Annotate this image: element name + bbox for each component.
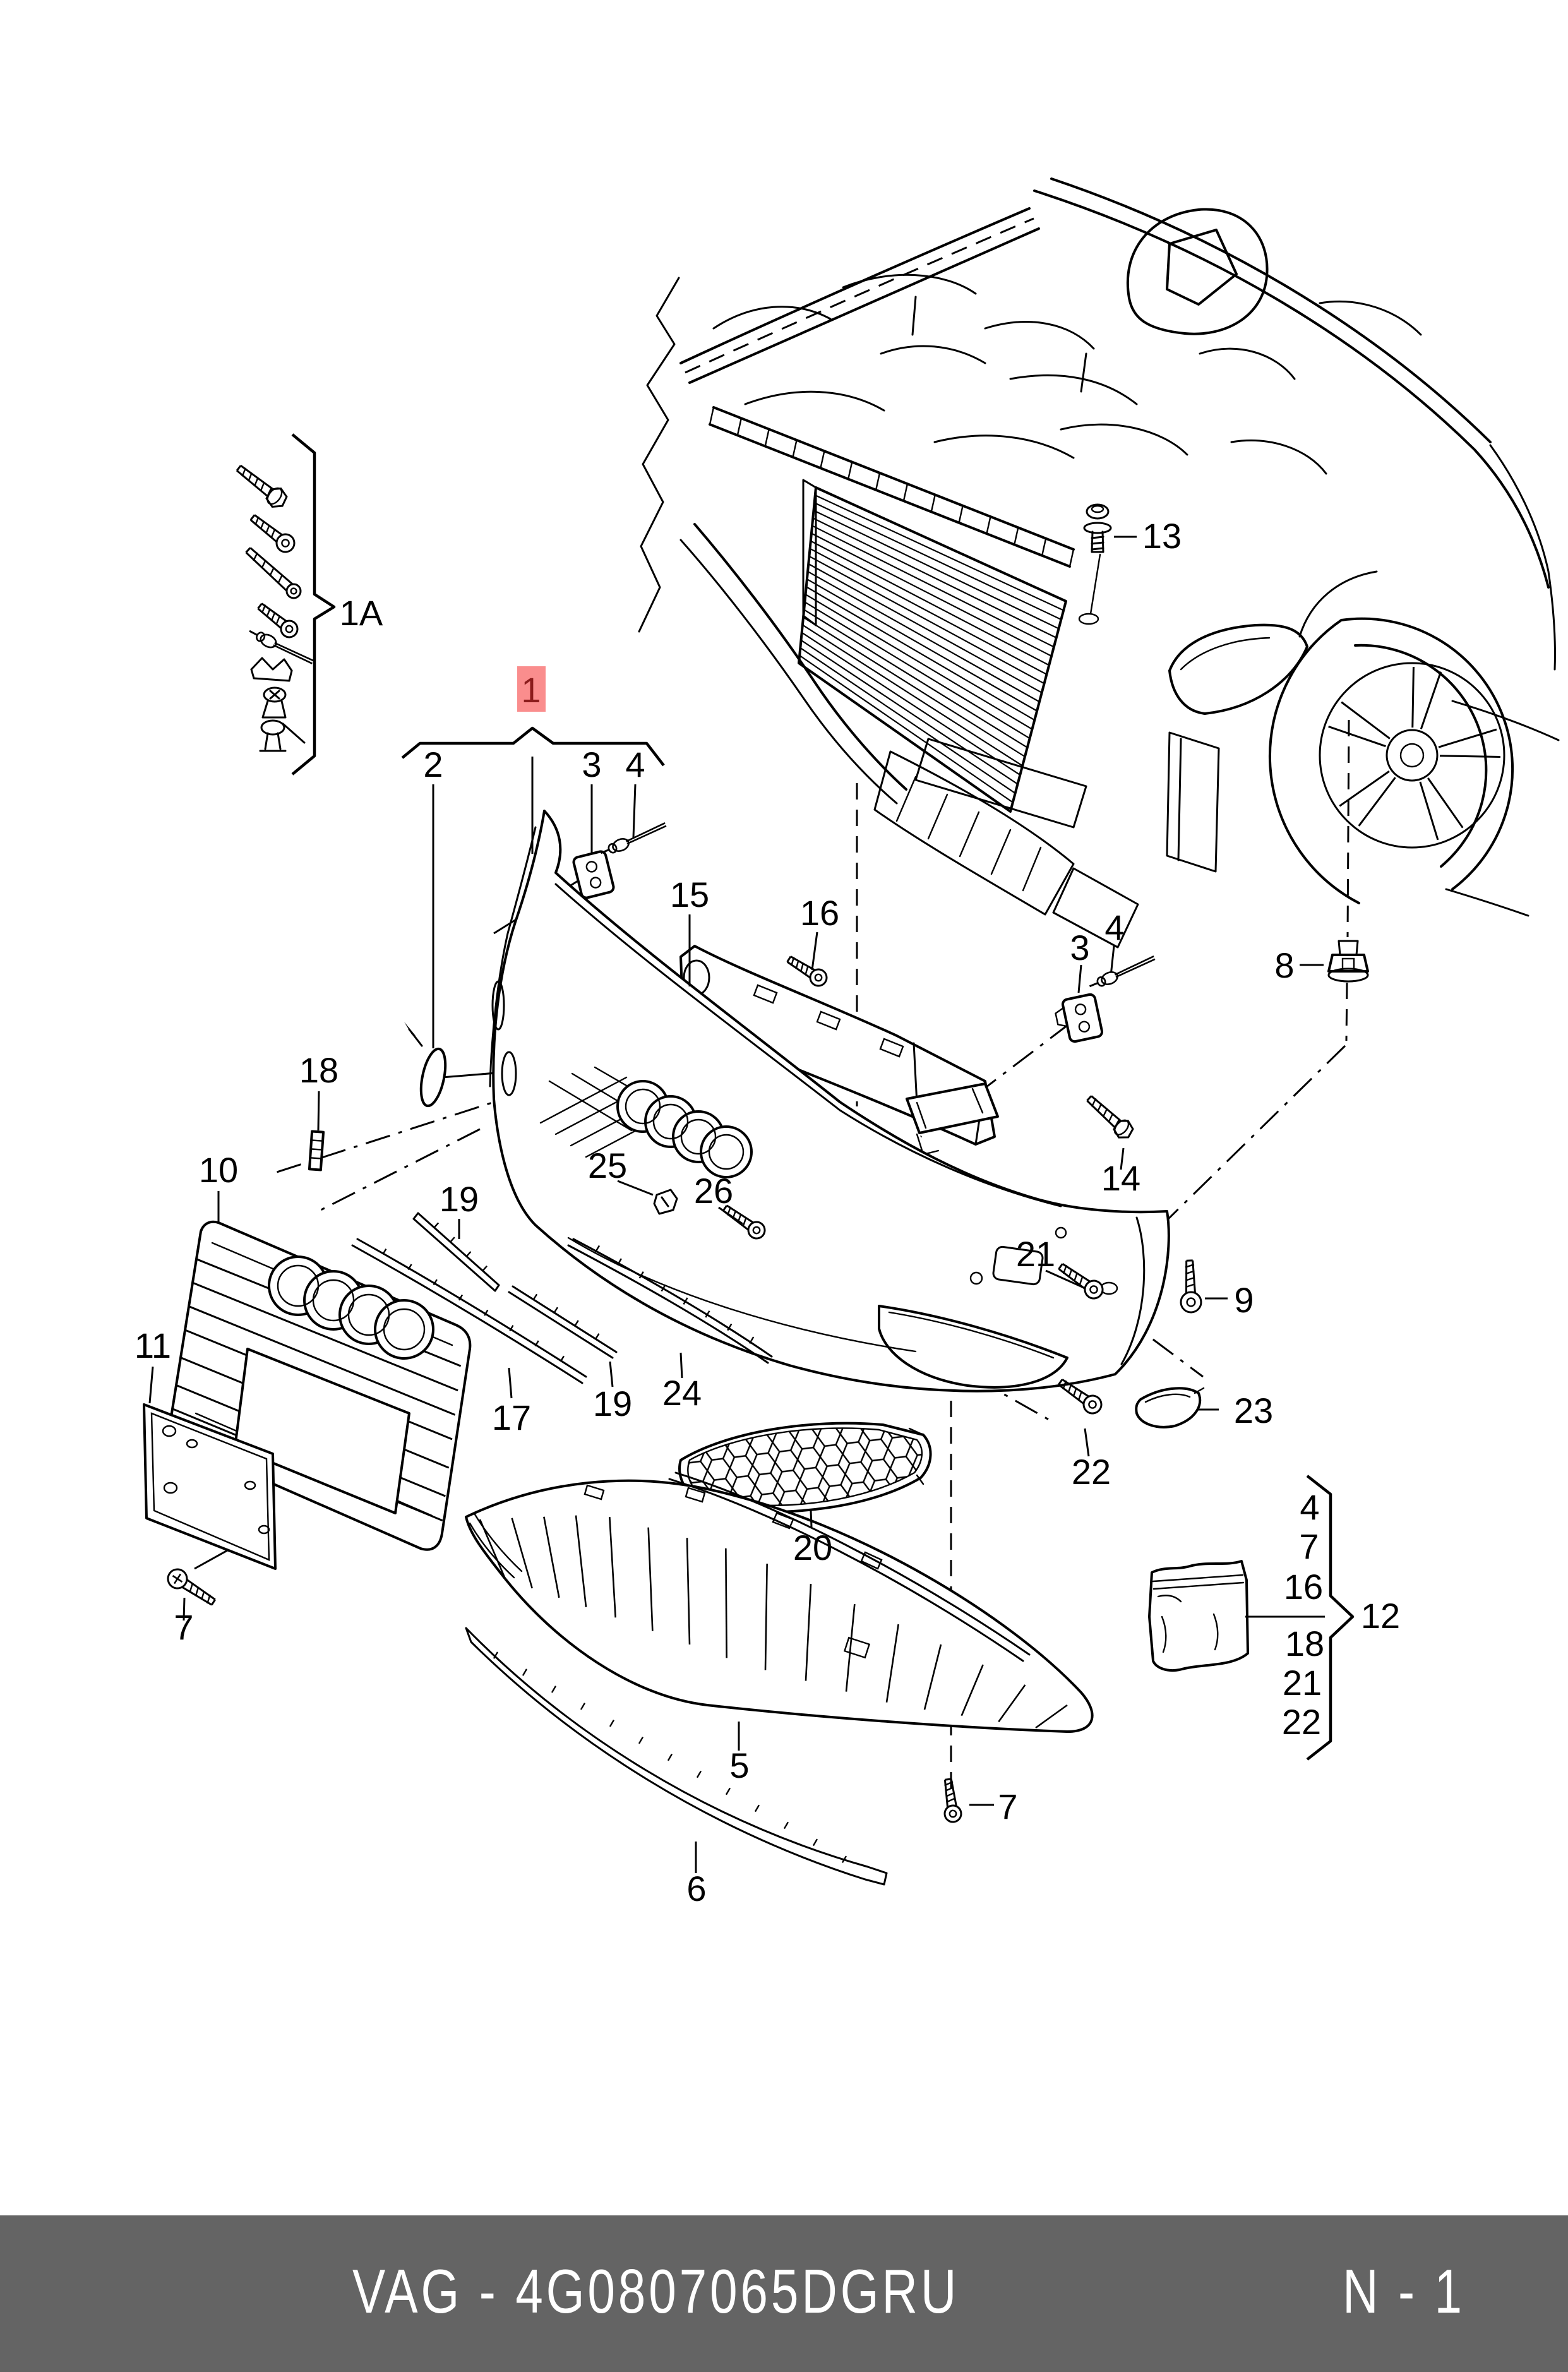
callout-22: 22 [1072,1452,1111,1492]
rivet-icon [1089,955,1156,988]
callout-1a: 1A [340,593,383,633]
callout-12-18: 18 [1285,1624,1324,1663]
callout-12-7: 7 [1299,1526,1319,1566]
callout-4b: 4 [1104,907,1124,947]
strip-19-upper [412,1212,500,1292]
callout-16: 16 [800,893,839,933]
callout-26: 26 [694,1171,733,1211]
catalog-code: VAG - 4G0807065DGRU [352,2256,960,2326]
radiator [798,479,1067,813]
bumper-group-callout [401,666,665,854]
callout-25: 25 [588,1146,627,1185]
chin-spoiler-strip [465,1627,888,1886]
small-mounting-parts [308,850,1369,1761]
callout-19a: 19 [440,1179,479,1219]
callout-12-22: 22 [1282,1702,1321,1742]
hardware-kit-1a [250,433,336,776]
callout-12-16: 16 [1284,1567,1323,1607]
clip-25 [653,1189,678,1215]
footer-bar: VAG - 4G0807065DGRU N - 1 [0,2215,1568,2372]
hex-icon [1086,1095,1134,1139]
callout-6: 6 [686,1869,706,1908]
rivet-icon [600,822,667,854]
cap-nut-8 [1327,940,1369,983]
screw-icon [722,1204,766,1240]
kit-bag [1148,1560,1249,1672]
license-plate-recess [234,1348,410,1514]
bolt-13-icon [1078,503,1112,625]
strip-24 [567,1238,773,1364]
screw-icon [245,547,302,599]
engine-bay-lines [712,273,1422,475]
callout-17: 17 [492,1398,531,1437]
callout-3b: 3 [1070,928,1089,967]
callout-15: 15 [670,875,709,914]
callout-12: 12 [1361,1596,1400,1636]
screw-icon [257,602,299,638]
callout-2: 2 [423,745,443,784]
callout-11: 11 [135,1326,171,1365]
hex-icon [236,465,288,508]
page-number: N - 1 [1343,2256,1465,2326]
fastener-icons [250,657,306,752]
kit-brace-1a [291,433,336,776]
audi-rings-bumper [616,1080,753,1178]
callout-14: 14 [1101,1158,1140,1198]
screw-icon [1180,1259,1202,1314]
fog-lamp-grille [678,1422,932,1514]
callout-7a: 7 [174,1607,193,1647]
callout-10: 10 [199,1150,238,1190]
highlight-box [517,666,546,712]
fastener-layer [167,465,1202,1823]
washer-bracket [906,1082,999,1156]
tie-bar-hatch [709,407,1075,567]
callout-24: 24 [662,1373,702,1413]
callout-12-4: 4 [1300,1487,1319,1527]
callout-19b: 19 [593,1384,632,1423]
callout-5: 5 [729,1746,749,1785]
audi-rings-grille [268,1255,434,1360]
callout-12-21: 21 [1283,1663,1322,1703]
callout-7b: 7 [998,1787,1017,1826]
trim-strips [351,1212,773,1384]
headlight [1168,623,1308,715]
callout-3: 3 [582,745,601,784]
strip-19-lower [508,1285,618,1359]
bumper-cover [489,810,1170,1393]
cover-cap-2 [404,1022,447,1108]
strip-17 [351,1238,587,1384]
group-bracket-1 [401,726,665,767]
screw-icon [943,1778,962,1823]
wheel [1268,570,1560,917]
bumper-grille-mesh [539,1066,674,1158]
screw-icon [1058,1379,1103,1415]
washer-cover-23 [1135,1387,1205,1429]
kit-bag-brace [1306,1475,1355,1761]
callout-9: 9 [1234,1280,1254,1320]
screw-icon [249,514,296,553]
callout-1-highlighted: 1 [521,670,541,710]
radiator-grille [169,1220,472,1551]
cross-icon [167,1568,217,1606]
rivet-icon [249,630,314,664]
callout-20: 20 [793,1528,832,1567]
lower-centre-grille [465,1471,1094,1733]
car-body-illustration [638,177,1560,949]
callout-13: 13 [1142,516,1182,556]
callout-8: 8 [1274,945,1294,985]
callout-18: 18 [299,1050,338,1090]
license-plate-bracket [143,1403,277,1570]
screw-icon [1058,1262,1104,1300]
callout-4: 4 [625,745,645,784]
screw-icon [786,955,828,987]
callout-23: 23 [1234,1391,1273,1430]
callout-21: 21 [1016,1234,1055,1274]
